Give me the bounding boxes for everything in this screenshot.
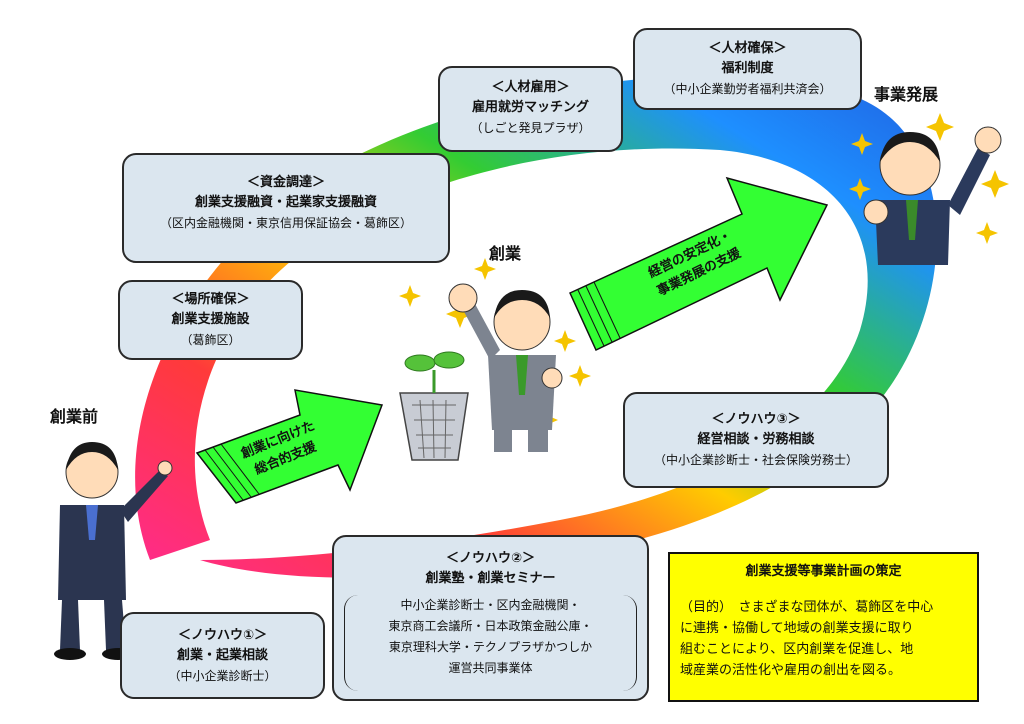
box-provider-list: 中小企業診断士・区内金融機関・ 東京商工会議所・日本政策金融公庫・ 東京理科大学… (334, 595, 647, 679)
box-provider: （葛飾区） (180, 333, 241, 347)
stage-label-before: 創業前 (50, 407, 99, 426)
box-category: ＜資金調達＞ (246, 175, 325, 190)
provider-line: 東京理科大学・テクノプラザかつしか (388, 640, 593, 654)
box-funding: ＜資金調達＞ 創業支援融資・起業家支援融資 （区内金融機関・東京信用保証協会・葛… (122, 153, 450, 263)
box-title: 創業塾・創業セミナー (425, 571, 556, 586)
arrow-stabilization-support (569, 176, 829, 352)
box-provider: （中小企業診断士・社会保険労務士） (653, 453, 858, 467)
box-category: ＜場所確保＞ (171, 292, 250, 307)
plan-line: （目的） さまざまな団体が、葛飾区を中心 (680, 600, 934, 615)
plan-title: 創業支援等事業計画の策定 (745, 564, 902, 579)
box-title: 経営相談・労務相談 (697, 432, 815, 447)
plan-body: （目的） さまざまな団体が、葛飾区を中心 に連携・協働して地域の創業支援に取り … (680, 597, 967, 681)
box-location: ＜場所確保＞ 創業支援施設 （葛飾区） (118, 280, 303, 360)
box-category: ＜ノウハウ②＞ (445, 551, 535, 566)
plan-box: 創業支援等事業計画の策定 （目的） さまざまな団体が、葛飾区を中心 に連携・協働… (668, 552, 979, 702)
provider-bracket (344, 595, 637, 691)
box-category: ＜ノウハウ③＞ (711, 412, 801, 427)
box-provider: （しごと発見プラザ） (470, 121, 591, 135)
box-title: 創業・起業相談 (176, 648, 268, 663)
plan-line: 組むことにより、区内創業を促進し、地 (680, 642, 914, 657)
arrow-founding-support (195, 389, 384, 504)
box-hiring: ＜人材雇用＞ 雇用就労マッチング （しごと発見プラザ） (438, 66, 623, 152)
provider-line: 中小企業診断士・区内金融機関・ (400, 598, 581, 612)
box-category: ＜人材確保＞ (708, 41, 787, 56)
box-category: ＜ノウハウ①＞ (177, 628, 267, 643)
provider-line: 運営共同事業体 (448, 661, 533, 675)
box-provider: （中小企業診断士） (168, 669, 277, 683)
box-knowhow3: ＜ノウハウ③＞ 経営相談・労務相談 （中小企業診断士・社会保険労務士） (623, 392, 889, 488)
businessman-cheering-icon (863, 126, 1002, 265)
box-welfare: ＜人材確保＞ 福利制度 （中小企業勤労者福利共済会） (633, 28, 862, 110)
box-category: ＜人材雇用＞ (491, 80, 570, 95)
box-knowhow2: ＜ノウハウ②＞ 創業塾・創業セミナー 中小企業診断士・区内金融機関・ 東京商工会… (332, 535, 649, 701)
plan-line: に連携・協働して地域の創業支援に取り (680, 621, 914, 636)
stage-label-founding: 創業 (489, 244, 522, 263)
box-provider: （区内金融機関・東京信用保証協会・葛飾区） (159, 216, 412, 230)
plan-line: 域産業の活性化や雇用の創出を図る。 (680, 663, 902, 678)
box-title: 雇用就労マッチング (471, 100, 589, 115)
box-provider: （中小企業勤労者福利共済会） (663, 82, 832, 96)
box-title: 福利制度 (721, 61, 774, 76)
box-title: 創業支援施設 (171, 312, 250, 327)
stage-label-development: 事業発展 (874, 85, 939, 104)
provider-line: 東京商工会議所・日本政策金融公庫・ (388, 619, 593, 633)
box-knowhow1: ＜ノウハウ①＞ 創業・起業相談 （中小企業診断士） (120, 612, 325, 699)
seedling-pot-icon (399, 351, 469, 461)
box-title: 創業支援融資・起業家支援融資 (194, 195, 377, 210)
businessman-fist-pump-icon (448, 283, 563, 452)
